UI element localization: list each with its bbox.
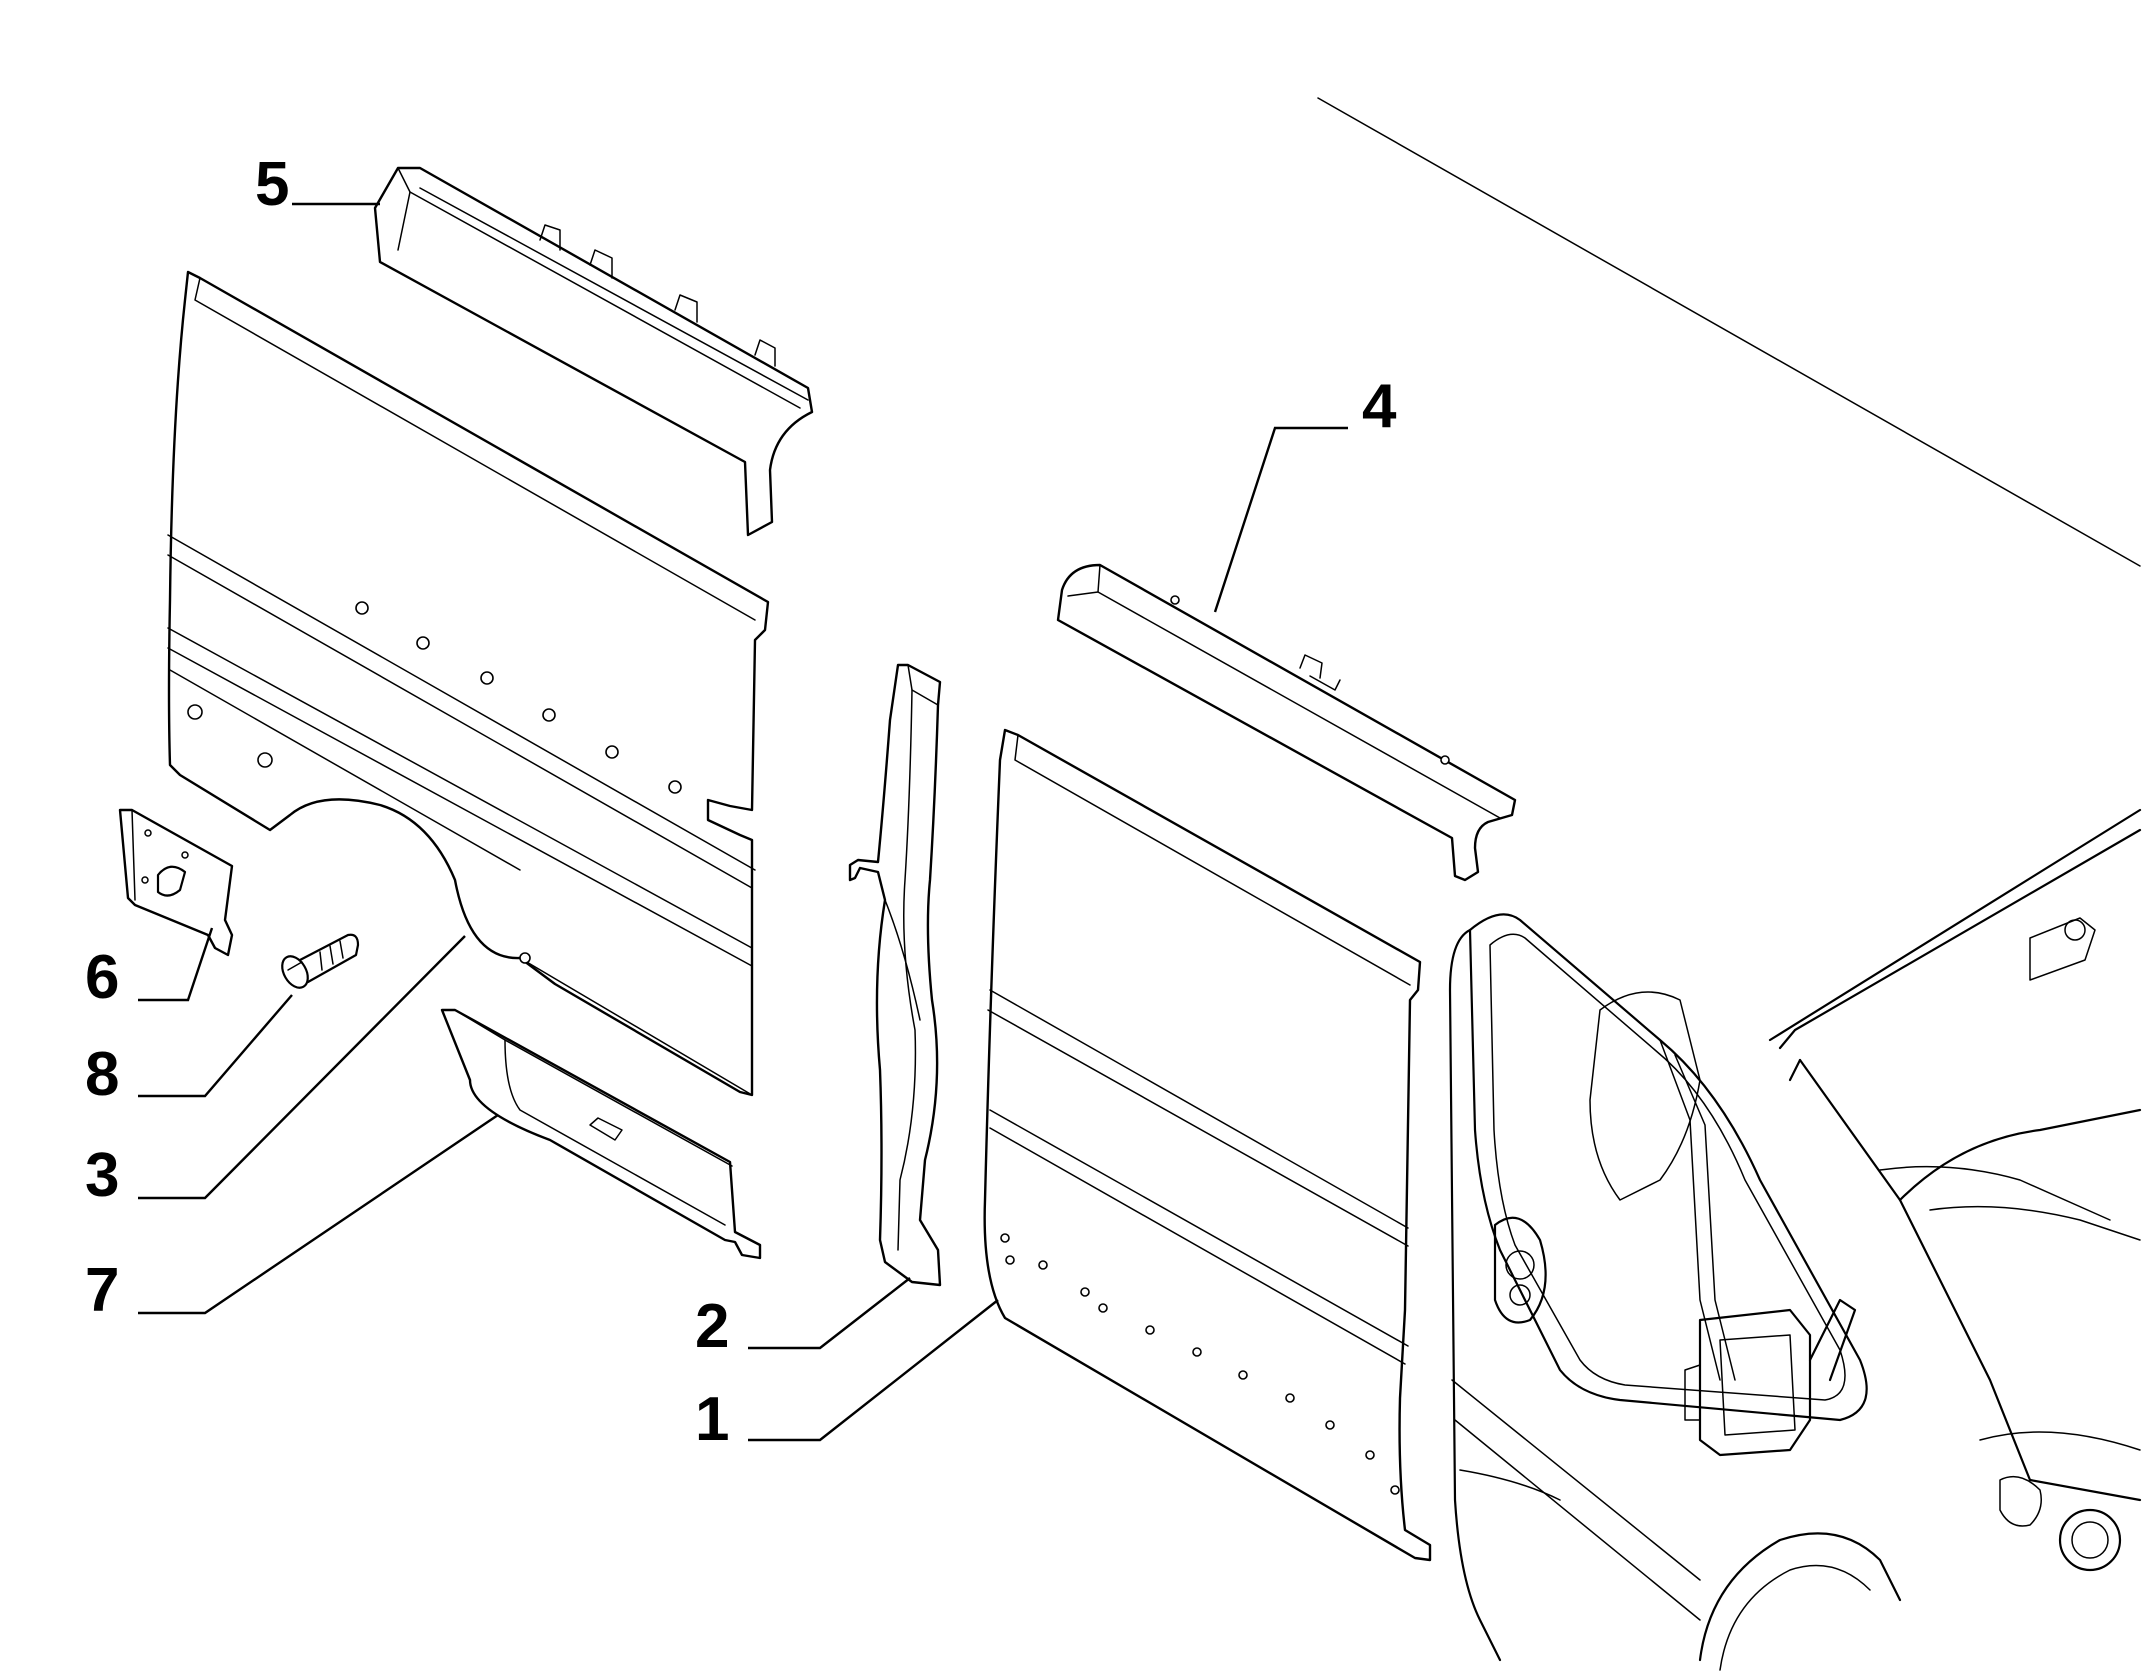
part-4-upper-rail-front	[1056, 563, 1517, 882]
callout-4: 4	[1362, 372, 1397, 441]
leader-6	[138, 927, 214, 1002]
leader-8	[138, 994, 293, 1098]
part-8-screw	[281, 933, 360, 989]
callout-6: 6	[85, 943, 119, 1012]
leader-3	[138, 935, 466, 1200]
part-1-side-door-panel	[983, 728, 1432, 1562]
leader-2	[748, 1277, 911, 1350]
callout-labels: 5 4 6 8 3 7 2 1	[85, 150, 1397, 1454]
callout-2: 2	[695, 1292, 729, 1361]
callout-8: 8	[85, 1040, 119, 1109]
leader-1	[748, 1299, 999, 1442]
part-7-lower-trim	[440, 1008, 762, 1260]
leader-4	[1213, 426, 1348, 613]
callout-1: 1	[695, 1385, 729, 1454]
leader-7	[138, 1114, 499, 1315]
callout-3: 3	[85, 1141, 119, 1210]
part-3-rear-side-panel	[167, 270, 770, 1097]
van-body-outline	[1317, 97, 2142, 1671]
part-6-bracket	[118, 808, 234, 957]
leader-lines	[138, 202, 1348, 1442]
callout-5: 5	[255, 150, 289, 219]
callout-7: 7	[85, 1256, 119, 1325]
part-5-upper-rail-rear	[373, 166, 814, 537]
part-2-pillar	[848, 663, 942, 1287]
